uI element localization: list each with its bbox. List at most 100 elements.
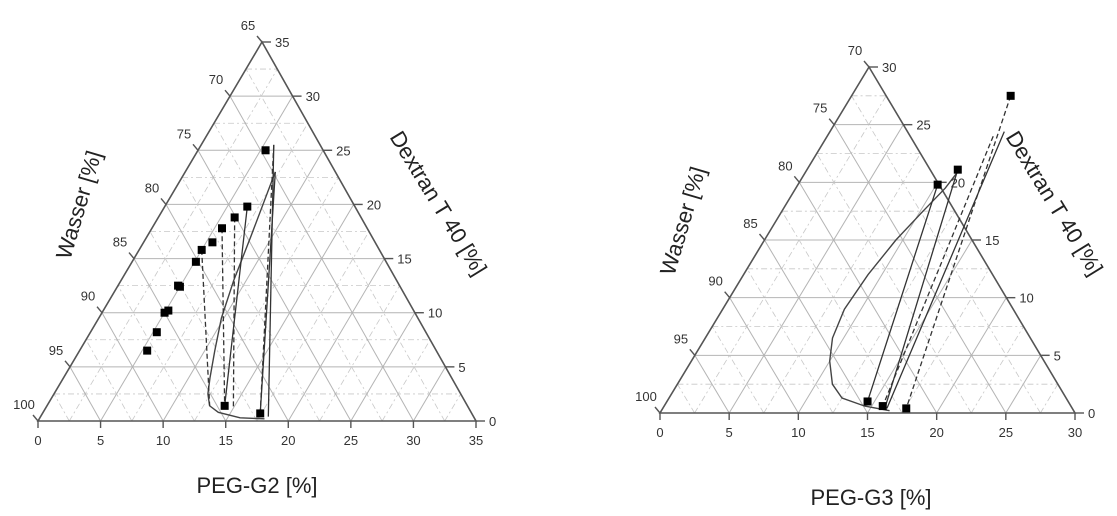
- grid-lines: [53, 68, 462, 422]
- grid-line-water: [729, 297, 799, 414]
- grid-line-water: [245, 68, 446, 422]
- tie-lines: [866, 95, 1012, 409]
- axis-title-water: Wasser [%]: [51, 148, 107, 262]
- tick-water: [828, 118, 835, 126]
- tick-label-water: 90: [81, 289, 95, 304]
- tick-label-dextran: 20: [367, 197, 381, 212]
- tick-label-dextran: 10: [428, 306, 442, 321]
- tick-label-water: 80: [778, 158, 792, 173]
- tick-label-peg: 10: [791, 425, 805, 440]
- tick-label-dextran: 25: [916, 118, 930, 133]
- data-point: [902, 404, 911, 413]
- tick-water: [32, 414, 39, 422]
- tick-label-water: 95: [674, 331, 688, 346]
- ternary-chart-peg-g2: 0055101015152020252530303535657075808590…: [13, 18, 496, 498]
- tick-water: [64, 360, 71, 368]
- data-point: [878, 402, 887, 411]
- grid-line-water: [764, 239, 868, 414]
- tick-label-peg: 5: [726, 425, 733, 440]
- grid-line-water: [181, 177, 320, 422]
- triangle-frame: [36, 40, 478, 422]
- tick-water: [160, 197, 167, 205]
- grid-line-water: [133, 258, 227, 422]
- grid-line-water: [165, 204, 289, 422]
- tie-line-solid: [224, 206, 248, 406]
- grid-line-water: [677, 383, 695, 414]
- ternary-chart-peg-g3: 005510101515202025253030707580859095100P…: [635, 43, 1108, 510]
- tick-label-peg: 25: [344, 433, 358, 448]
- tick-label-dextran: 15: [397, 252, 411, 267]
- data-point: [220, 401, 229, 410]
- data-point: [243, 202, 252, 211]
- tick-label-peg: 35: [469, 433, 483, 448]
- axis-title-peg: PEG-G2 [%]: [196, 473, 317, 498]
- binodal-curve: [207, 171, 276, 420]
- grid-line-peg: [1040, 383, 1059, 414]
- axis-title-water: Wasser [%]: [655, 164, 711, 278]
- data-point: [208, 238, 217, 247]
- tick-label-peg: 10: [156, 433, 170, 448]
- grid-line-water: [694, 355, 730, 414]
- grid-line-peg: [728, 124, 904, 414]
- data-points: [143, 146, 270, 418]
- grid-line-water: [229, 95, 414, 422]
- data-point: [933, 180, 942, 189]
- tie-line-solid: [267, 144, 275, 417]
- tick-label-water: 100: [635, 389, 657, 404]
- tick-label-dextran: 10: [1019, 291, 1033, 306]
- grid-line-water: [746, 268, 834, 414]
- tie-line-solid: [866, 184, 939, 402]
- tick-label-peg: 5: [97, 433, 104, 448]
- grid-line-water: [711, 326, 765, 414]
- grid-line-peg: [970, 326, 1024, 414]
- tick-water: [758, 233, 766, 241]
- tick-label-water: 100: [13, 397, 35, 412]
- tick-label-dextran: 0: [489, 414, 496, 429]
- data-point: [197, 245, 206, 254]
- data-point: [218, 224, 226, 233]
- grid-line-peg: [319, 285, 400, 422]
- tie-line-dashed: [221, 228, 226, 406]
- tick-label-dextran: 15: [985, 233, 999, 248]
- tick-label-dextran: 30: [306, 89, 320, 104]
- tick-label-water: 75: [177, 126, 191, 141]
- tick-label-water: 70: [209, 72, 223, 87]
- data-point: [160, 308, 169, 317]
- grid-line-peg: [68, 68, 278, 422]
- tick-label-peg: 30: [406, 433, 420, 448]
- tie-line-dashed: [201, 249, 211, 406]
- tick-water: [689, 348, 696, 356]
- tick-water: [224, 89, 231, 97]
- tick-water: [192, 143, 199, 151]
- tie-line-solid: [886, 131, 1005, 409]
- tick-label-peg: 0: [656, 425, 663, 440]
- data-point: [1006, 91, 1015, 100]
- axis-title-dextran: Dextran T 40 [%]: [1001, 127, 1108, 280]
- grid-line-water: [85, 339, 133, 422]
- data-point: [152, 328, 161, 337]
- grid-lines: [677, 95, 1059, 414]
- grid-line-water: [149, 231, 258, 422]
- tick-label-water: 80: [145, 180, 159, 195]
- grid-line-water: [197, 150, 352, 422]
- tick-label-peg: 15: [218, 433, 232, 448]
- grid-line-peg: [694, 95, 887, 414]
- grid-line-water: [851, 95, 1041, 414]
- tick-water: [793, 175, 800, 183]
- tick-label-dextran: 5: [458, 360, 465, 375]
- data-point: [256, 409, 265, 418]
- tick-label-peg: 15: [860, 425, 874, 440]
- data-point: [175, 282, 184, 291]
- data-point: [953, 165, 962, 174]
- tick-label-water: 95: [49, 343, 63, 358]
- tick-water: [96, 306, 103, 314]
- tick-label-peg: 0: [34, 433, 41, 448]
- grid-line-water: [101, 312, 164, 422]
- grid-line-water: [816, 153, 972, 414]
- tick-label-peg: 30: [1068, 425, 1082, 440]
- grid-line-water: [833, 124, 1007, 414]
- tick-label-dextran: 0: [1088, 406, 1095, 421]
- grid-line-water: [798, 182, 938, 414]
- tie-line-dashed: [882, 135, 994, 407]
